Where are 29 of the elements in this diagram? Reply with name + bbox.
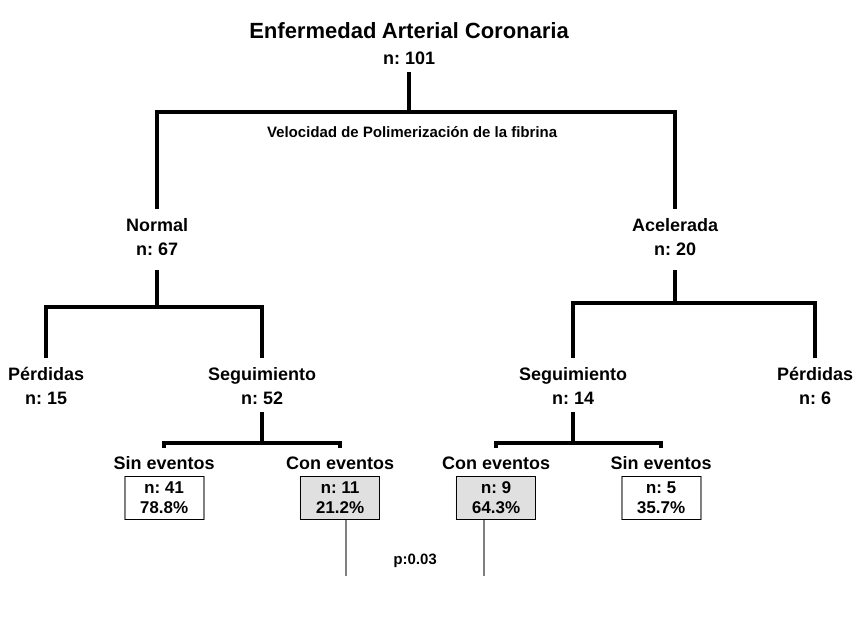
count-text: n: 6	[799, 387, 831, 410]
group-heading: Con eventos	[286, 452, 394, 474]
percentage-text: 64.3%	[472, 498, 520, 518]
node-label: Acelerada	[632, 214, 718, 237]
count-text: n: 20	[654, 238, 696, 261]
split-criterion-label: Velocidad de Polimerización de la fibrina	[266, 123, 558, 143]
node-label: Seguimiento	[208, 363, 316, 386]
p-value-label: p:0.03	[393, 550, 437, 570]
count-text: n: 5	[646, 478, 676, 498]
count-text: n: 67	[136, 238, 178, 261]
node-label: Pérdidas	[8, 363, 84, 386]
percentage-text: 78.8%	[140, 498, 188, 518]
count-text: n: 9	[480, 478, 512, 498]
group-heading: Sin eventos	[113, 452, 215, 474]
tree-branch-line	[407, 72, 677, 209]
node-label: Seguimiento	[519, 363, 627, 386]
count-text: n: 15	[25, 387, 67, 410]
count-text: n: 41	[144, 478, 184, 498]
count-text: n: 14	[552, 387, 594, 410]
count-text: n: 101	[382, 47, 436, 70]
count-text: n: 52	[241, 387, 283, 410]
group-heading: Con eventos	[442, 452, 550, 474]
node-label: Normal	[126, 214, 188, 237]
count-text: n: 11	[320, 478, 360, 498]
group-heading: Sin eventos	[610, 452, 712, 474]
percentage-text: 21.2%	[316, 498, 364, 518]
node-label: Pérdidas	[776, 363, 854, 386]
title: Enfermedad Arterial Coronaria	[249, 17, 569, 45]
percentage-text: 35.7%	[636, 498, 686, 518]
